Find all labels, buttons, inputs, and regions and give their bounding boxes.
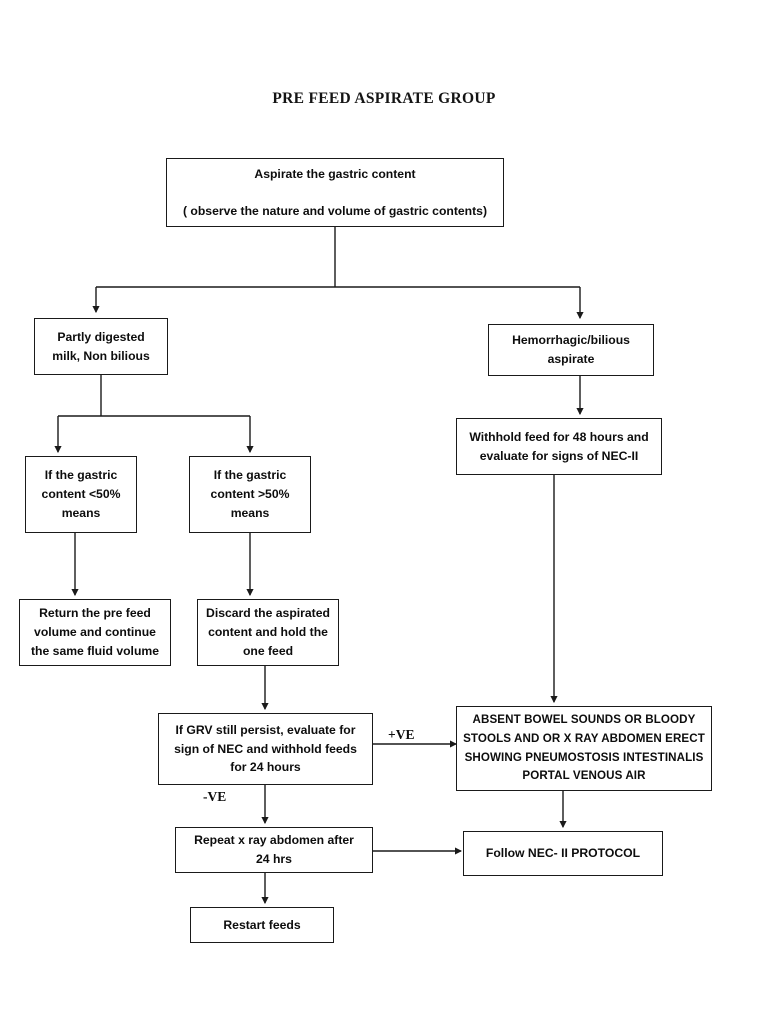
node-text-line: If GRV still persist, evaluate for	[175, 722, 356, 737]
node-text-line: PORTAL VENOUS AIR	[522, 769, 646, 783]
node-absent-bowel-sounds[interactable]: ABSENT BOWEL SOUNDS OR BLOODY STOOLS AND…	[456, 706, 712, 791]
node-text-line: Withhold feed for 48 hours and	[469, 429, 649, 444]
node-repeat-xray-abdomen[interactable]: Repeat x ray abdomen after 24 hrs	[175, 827, 373, 873]
node-discard-aspirated-content[interactable]: Discard the aspirated content and hold t…	[197, 599, 339, 666]
node-text-line: Restart feeds	[223, 917, 301, 932]
node-partly-digested-milk[interactable]: Partly digested milk, Non bilious	[34, 318, 168, 375]
node-text-line: content >50%	[210, 487, 290, 502]
node-hemorrhagic-bilious-aspirate[interactable]: Hemorrhagic/bilious aspirate	[488, 324, 654, 376]
node-text-line: ABSENT BOWEL SOUNDS OR BLOODY	[472, 712, 696, 726]
node-text-line: aspirate	[547, 352, 595, 366]
node-text-line: 24 hrs	[256, 852, 292, 866]
node-withhold-feed-48-hours[interactable]: Withhold feed for 48 hours and evaluate …	[456, 418, 662, 475]
node-gastric-content-less-than-50[interactable]: If the gastric content <50% means	[25, 456, 137, 533]
node-text-line: Return the pre feed	[39, 606, 151, 621]
node-return-pre-feed-volume[interactable]: Return the pre feed volume and continue …	[19, 599, 171, 666]
node-text-line: If the gastric	[213, 468, 287, 483]
node-text-line: Hemorrhagic/bilious	[512, 333, 630, 348]
node-text-line: for 24 hours	[230, 760, 301, 775]
node-grv-still-persist[interactable]: If GRV still persist, evaluate for sign …	[158, 713, 373, 785]
edge-label-positive: +VE	[388, 727, 415, 742]
node-restart-feeds[interactable]: Restart feeds	[190, 907, 334, 943]
node-text-line: means	[61, 505, 101, 520]
node-follow-nec-ii-protocol[interactable]: Follow NEC- II PROTOCOL	[463, 831, 663, 876]
page-title: PRE FEED ASPIRATE GROUP	[272, 90, 496, 107]
node-text-line: Discard the aspirated	[206, 606, 330, 621]
node-text-line: the same fluid volume	[31, 643, 159, 658]
node-text-line: STOOLS AND OR X RAY ABDOMEN ERECT	[463, 731, 705, 745]
node-text-line: Repeat x ray abdomen after	[194, 833, 354, 848]
node-text-line: If the gastric	[44, 468, 118, 483]
node-text-line: content <50%	[41, 487, 121, 502]
node-text-line: Aspirate the gastric content	[254, 166, 416, 181]
node-text-line: means	[230, 505, 270, 520]
node-text-line: Follow NEC- II PROTOCOL	[485, 846, 641, 860]
edge-label-negative: -VE	[203, 789, 227, 804]
node-text-line: evaluate for signs of NEC-II	[479, 448, 639, 463]
node-text-line: ( observe the nature and volume of gastr…	[182, 203, 488, 218]
node-text-line: milk, Non bilious	[52, 348, 150, 363]
node-gastric-content-greater-than-50[interactable]: If the gastric content >50% means	[189, 456, 311, 533]
node-text-line: volume and continue	[34, 625, 156, 640]
node-aspirate-gastric-content[interactable]: Aspirate the gastric content ( observe t…	[166, 158, 504, 227]
node-text-line: SHOWING PNEUMOSTOSIS INTESTINALIS	[464, 750, 704, 764]
node-text-line: sign of NEC and withhold feeds	[174, 741, 357, 756]
node-text-line: Partly digested	[57, 329, 145, 344]
node-text-line: one feed	[242, 643, 294, 658]
node-text-line: content and hold the	[208, 625, 328, 640]
